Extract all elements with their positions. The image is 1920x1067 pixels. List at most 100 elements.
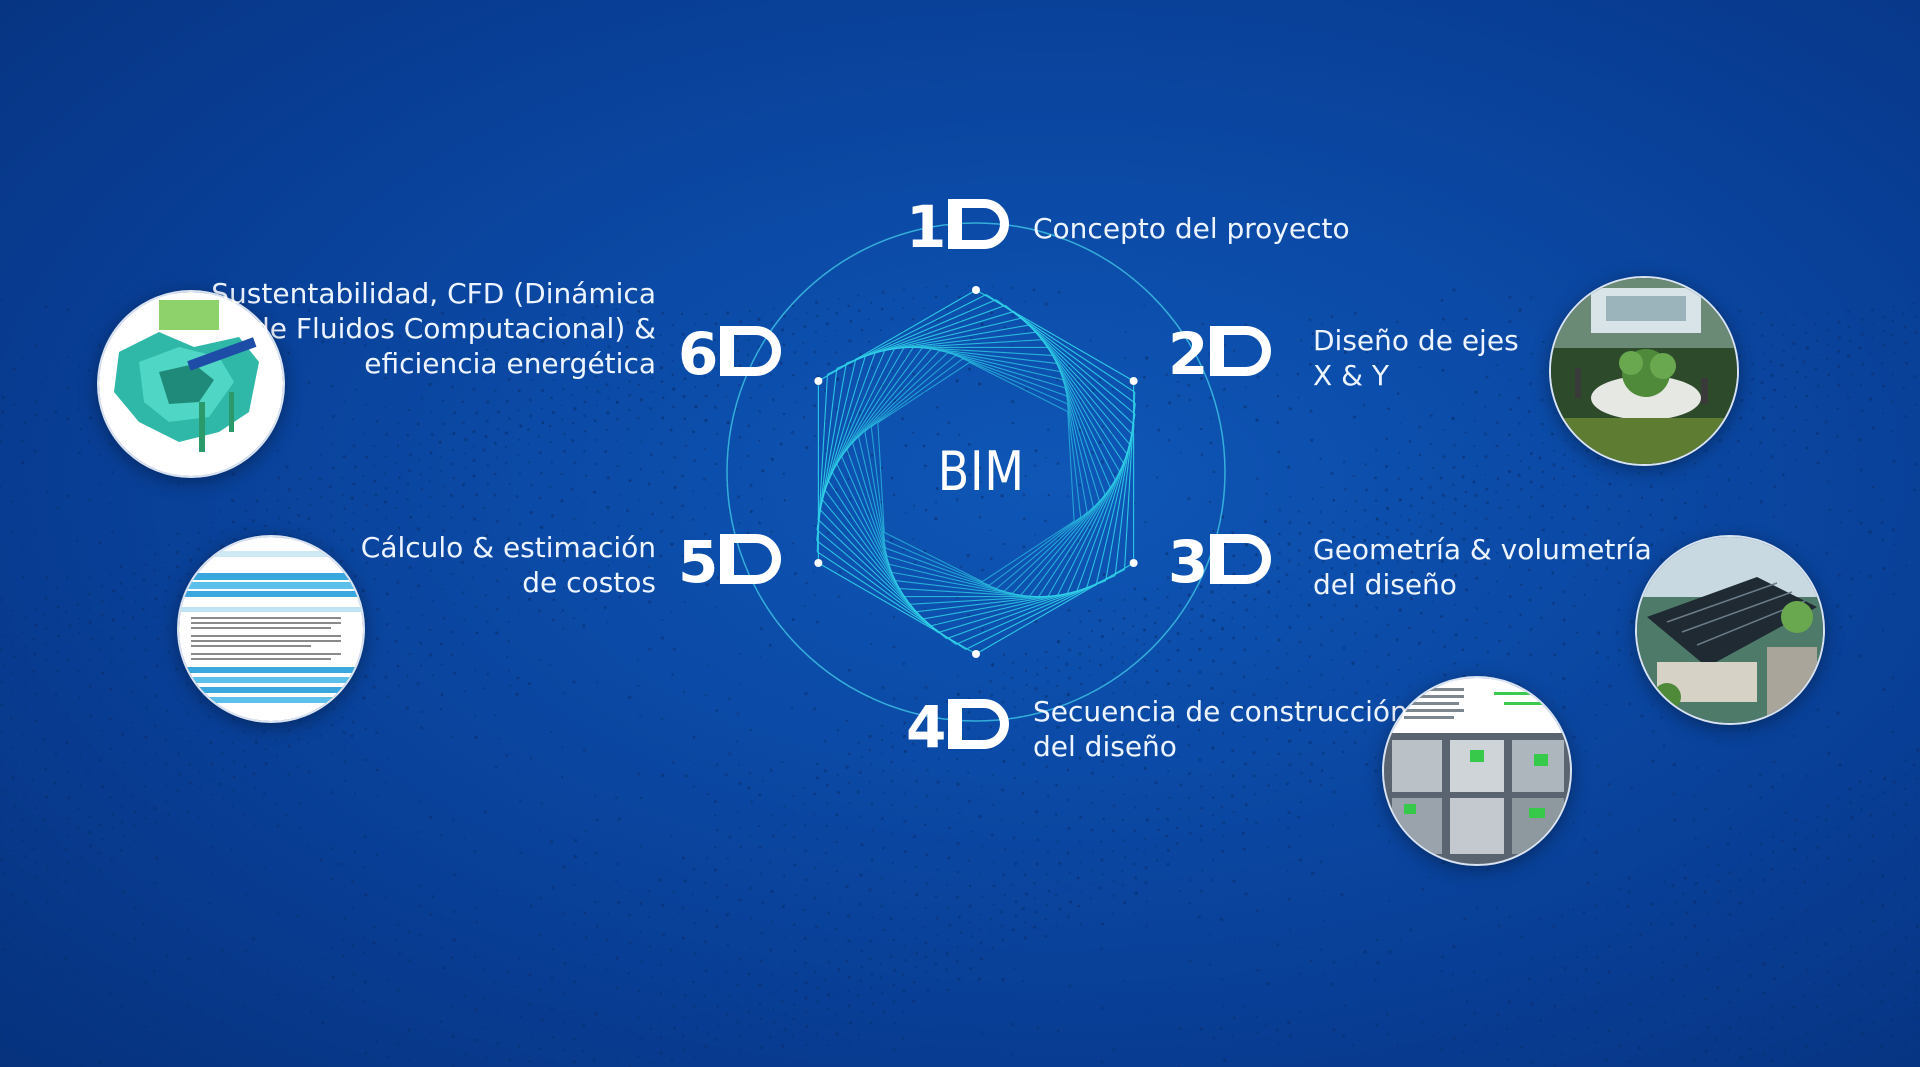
background-dot bbox=[1451, 528, 1454, 531]
background-dot bbox=[848, 363, 852, 368]
background-dot bbox=[1861, 363, 1865, 366]
background-dot bbox=[1288, 521, 1292, 525]
background-dot bbox=[396, 422, 400, 425]
background-dot bbox=[111, 618, 115, 622]
background-dot bbox=[287, 351, 291, 355]
background-dot bbox=[385, 622, 389, 626]
background-dot bbox=[1475, 637, 1478, 640]
background-dot bbox=[1627, 510, 1630, 513]
background-dot bbox=[507, 378, 511, 381]
background-dot bbox=[243, 527, 247, 531]
background-dot bbox=[574, 301, 578, 305]
background-dot bbox=[373, 479, 377, 483]
background-dot bbox=[1310, 438, 1314, 442]
background-dot bbox=[164, 590, 167, 593]
background-dot bbox=[1388, 570, 1392, 574]
background-dot bbox=[1201, 600, 1205, 604]
background-dot bbox=[486, 620, 489, 623]
background-dot bbox=[1132, 625, 1135, 628]
background-dot bbox=[362, 490, 366, 493]
background-dot bbox=[97, 541, 102, 545]
background-dot bbox=[1145, 404, 1149, 408]
background-dot bbox=[1860, 409, 1864, 413]
background-dot bbox=[1046, 428, 1050, 431]
background-dot bbox=[1276, 566, 1280, 570]
background-dot bbox=[65, 494, 70, 498]
background-dot bbox=[1553, 449, 1556, 452]
background-dot bbox=[429, 628, 432, 631]
background-dot bbox=[1550, 516, 1554, 519]
background-dot bbox=[691, 518, 695, 522]
background-dot bbox=[98, 483, 101, 486]
background-dot bbox=[640, 440, 643, 443]
background-dot bbox=[1286, 587, 1289, 591]
background-dot bbox=[593, 490, 596, 494]
background-dot bbox=[1200, 614, 1204, 618]
background-dot bbox=[1399, 515, 1402, 518]
background-dot bbox=[1792, 323, 1795, 326]
background-dot bbox=[1442, 508, 1444, 511]
background-dot bbox=[1311, 541, 1314, 544]
background-dot bbox=[571, 394, 574, 396]
background-dot bbox=[615, 439, 618, 442]
background-dot bbox=[628, 393, 632, 397]
background-dot bbox=[429, 451, 433, 455]
background-dot bbox=[681, 332, 685, 336]
background-dot bbox=[428, 653, 433, 657]
background-dot bbox=[386, 651, 389, 654]
background-dot bbox=[122, 456, 125, 459]
background-dot bbox=[56, 605, 60, 609]
background-dot bbox=[44, 597, 48, 601]
background-dot bbox=[352, 511, 355, 514]
background-dot bbox=[441, 557, 445, 561]
background-dot bbox=[417, 459, 421, 462]
background-dot bbox=[1297, 615, 1300, 618]
background-dot bbox=[473, 329, 477, 333]
background-dot bbox=[1715, 493, 1719, 496]
background-dot bbox=[475, 411, 479, 415]
background-dot bbox=[464, 619, 467, 622]
background-dot bbox=[572, 421, 575, 425]
background-dot bbox=[497, 410, 501, 414]
background-dot bbox=[1045, 456, 1048, 459]
background-dot bbox=[475, 631, 479, 635]
background-dot bbox=[704, 375, 706, 378]
hexagon-spiral-line bbox=[877, 422, 885, 533]
background-dot bbox=[648, 600, 652, 604]
background-dot bbox=[540, 471, 543, 475]
background-dot bbox=[1520, 583, 1523, 586]
background-dot bbox=[473, 299, 477, 304]
background-dot bbox=[32, 637, 36, 641]
background-dot bbox=[902, 662, 906, 666]
background-dot bbox=[1740, 398, 1744, 402]
background-dot bbox=[870, 453, 874, 457]
background-dot bbox=[935, 487, 939, 490]
background-dot bbox=[1243, 594, 1247, 597]
background-dot bbox=[483, 506, 486, 509]
hexagon-spiral-line bbox=[1056, 363, 1111, 488]
background-dot bbox=[1671, 487, 1674, 490]
background-dot bbox=[519, 582, 523, 586]
background-dot bbox=[793, 350, 797, 354]
background-dot bbox=[1199, 585, 1203, 589]
background-dot bbox=[1267, 590, 1271, 594]
background-dot bbox=[1056, 640, 1061, 644]
background-dot bbox=[813, 525, 816, 528]
background-dot bbox=[1308, 318, 1312, 321]
background-dot bbox=[504, 462, 508, 465]
hexagon-spiral-line bbox=[877, 361, 970, 424]
background-dot bbox=[100, 585, 103, 588]
background-dot bbox=[44, 522, 47, 524]
background-dot bbox=[891, 369, 895, 372]
background-dot bbox=[628, 479, 632, 483]
hexagon-spiral-line bbox=[996, 512, 1088, 589]
background-dot bbox=[1751, 407, 1753, 410]
background-dot bbox=[1540, 485, 1544, 489]
background-dot bbox=[892, 493, 896, 497]
background-dot bbox=[1036, 659, 1039, 662]
background-dot bbox=[442, 616, 446, 621]
background-dot bbox=[1758, 441, 1763, 445]
background-dot bbox=[111, 530, 114, 533]
background-dot bbox=[738, 384, 741, 386]
background-dot bbox=[297, 528, 301, 531]
